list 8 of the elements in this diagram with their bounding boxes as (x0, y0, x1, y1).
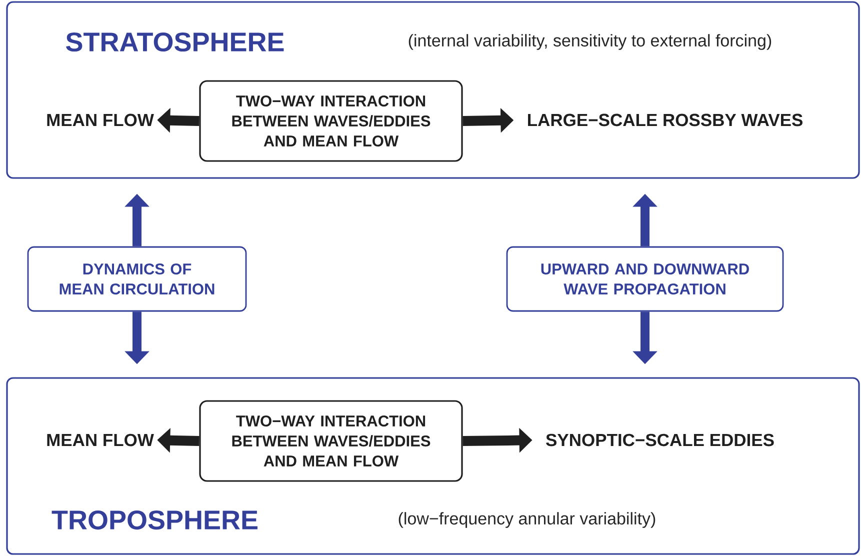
process-box: UPWARD AND DOWNWARD WAVE PROPAGATION (506, 246, 784, 312)
process-box: TWO−WAY INTERACTION BETWEEN WAVES/EDDIES AND MEAN FLOW (199, 400, 463, 482)
process-box: DYNAMICS OF MEAN CIRCULATION (27, 246, 247, 312)
label-text: MEAN FLOW (47, 434, 154, 446)
label-text: MEAN FLOW (47, 114, 154, 126)
label-text: SYNOPTIC−SCALE EDDIES (546, 434, 774, 446)
label-text: LARGE−SCALE ROSSBY WAVES (528, 114, 802, 126)
process-box: TWO−WAY INTERACTION BETWEEN WAVES/EDDIES AND MEAN FLOW (199, 80, 463, 162)
